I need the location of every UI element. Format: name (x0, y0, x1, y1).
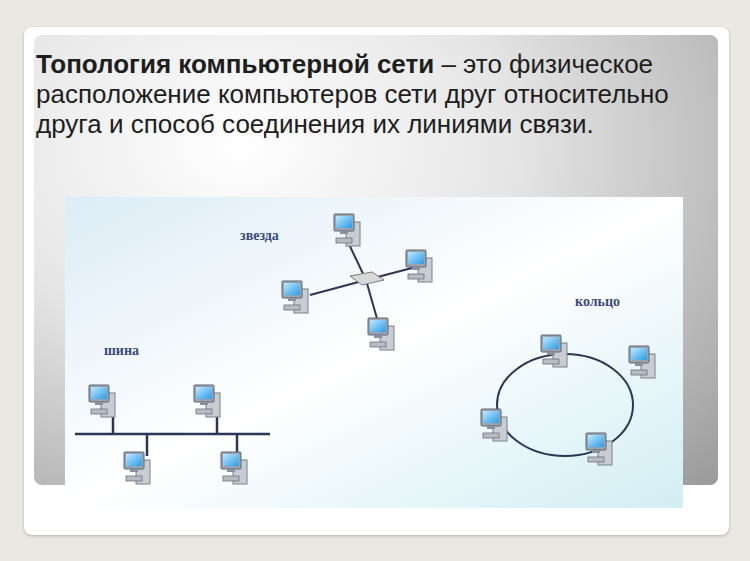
topology-label: кольцо (575, 294, 620, 310)
slide-title: Топология компьютерной сети (36, 49, 434, 79)
slide-heading: Топология компьютерной сети – это физиче… (36, 49, 716, 139)
topology-label: шина (104, 343, 139, 359)
topology-label: звезда (240, 228, 279, 244)
